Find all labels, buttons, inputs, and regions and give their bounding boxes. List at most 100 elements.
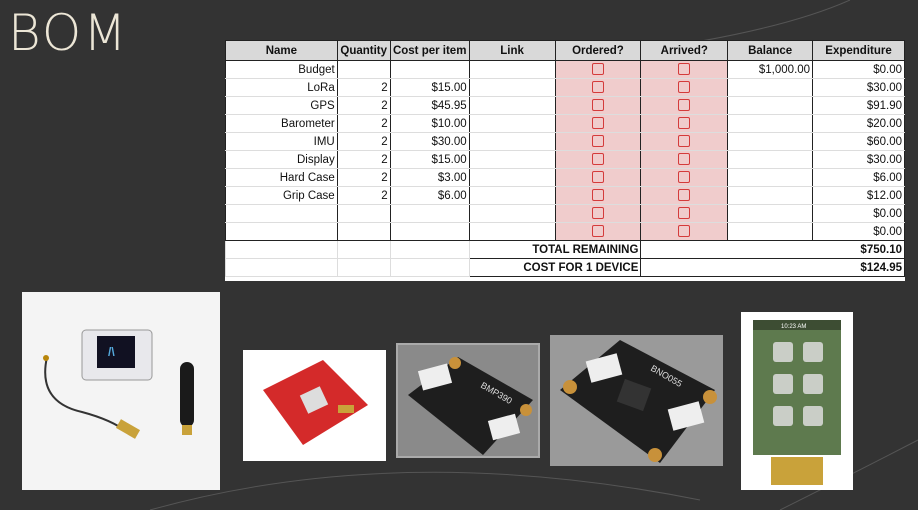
empty-cell	[225, 258, 338, 277]
column-header: Expenditure	[812, 40, 905, 61]
cell-exp: $0.00	[812, 204, 905, 223]
total-label: COST FOR 1 DEVICE	[468, 258, 642, 277]
cell-name	[225, 222, 338, 241]
cell-exp: $12.00	[812, 186, 905, 205]
cell-ordered	[554, 60, 642, 79]
ordered-checkbox[interactable]	[591, 117, 604, 130]
cell-ordered	[554, 96, 642, 115]
ordered-checkbox[interactable]	[591, 63, 604, 76]
arrived-checkbox[interactable]	[678, 171, 691, 184]
cell-link[interactable]	[468, 150, 556, 169]
cell-cost: $15.00	[389, 78, 470, 97]
cell-link[interactable]	[468, 204, 556, 223]
arrived-checkbox[interactable]	[678, 189, 691, 202]
display-photo: 10:23 AM	[741, 312, 853, 490]
cell-qty	[336, 60, 391, 79]
cell-exp: $60.00	[812, 132, 905, 151]
cell-link[interactable]	[468, 132, 556, 151]
barometer-bmp390-photo: BMP390	[396, 343, 540, 458]
cell-exp: $0.00	[812, 60, 905, 79]
cell-link[interactable]	[468, 168, 556, 187]
cell-cost: $6.00	[389, 186, 470, 205]
table-row: $0.00	[225, 222, 905, 241]
arrived-checkbox[interactable]	[678, 81, 691, 94]
arrived-checkbox[interactable]	[678, 207, 691, 220]
cell-ordered	[554, 114, 642, 133]
cell-name	[225, 204, 338, 223]
empty-cell	[336, 240, 391, 259]
column-header: Ordered?	[554, 40, 642, 61]
arrived-checkbox[interactable]	[678, 153, 691, 166]
cell-qty	[336, 222, 391, 241]
cell-ordered	[554, 132, 642, 151]
cell-link[interactable]	[468, 186, 556, 205]
arrived-checkbox[interactable]	[678, 99, 691, 112]
ordered-checkbox[interactable]	[591, 189, 604, 202]
cell-cost: $30.00	[389, 132, 470, 151]
ordered-checkbox[interactable]	[591, 207, 604, 220]
cell-arrived	[640, 204, 729, 223]
total-value: $124.95	[640, 258, 905, 277]
lora-board-photo: /\	[22, 292, 220, 490]
cell-ordered	[554, 186, 642, 205]
cell-arrived	[640, 168, 729, 187]
cell-balance: $1,000.00	[727, 60, 814, 79]
cell-link[interactable]	[468, 114, 556, 133]
slide-title: BOM	[8, 4, 129, 62]
cell-balance	[727, 96, 814, 115]
arrived-checkbox[interactable]	[678, 135, 691, 148]
cell-link[interactable]	[468, 60, 556, 79]
ordered-checkbox[interactable]	[591, 135, 604, 148]
ordered-checkbox[interactable]	[591, 99, 604, 112]
ordered-checkbox[interactable]	[591, 225, 604, 238]
cell-exp: $30.00	[812, 150, 905, 169]
arrived-checkbox[interactable]	[678, 225, 691, 238]
cell-cost	[389, 204, 470, 223]
ordered-checkbox[interactable]	[591, 171, 604, 184]
column-header: Balance	[727, 40, 814, 61]
ordered-checkbox[interactable]	[591, 81, 604, 94]
cell-exp: $6.00	[812, 168, 905, 187]
cell-arrived	[640, 114, 729, 133]
arrived-checkbox[interactable]	[678, 63, 691, 76]
column-header: Name	[225, 40, 338, 61]
total-label: TOTAL REMAINING	[468, 240, 642, 259]
cell-arrived	[640, 60, 729, 79]
arrived-checkbox[interactable]	[678, 117, 691, 130]
total-value: $750.10	[640, 240, 905, 259]
cell-qty: 2	[336, 168, 391, 187]
cell-balance	[727, 78, 814, 97]
empty-cell	[225, 240, 338, 259]
cell-exp: $20.00	[812, 114, 905, 133]
cell-cost: $10.00	[389, 114, 470, 133]
gps-board-photo	[243, 350, 386, 461]
cell-balance	[727, 150, 814, 169]
cell-link[interactable]	[468, 222, 556, 241]
cell-balance	[727, 186, 814, 205]
cell-name: GPS	[225, 96, 338, 115]
cell-exp: $0.00	[812, 222, 905, 241]
cell-link[interactable]	[468, 78, 556, 97]
empty-cell	[336, 258, 391, 277]
cell-exp: $91.90	[812, 96, 905, 115]
cell-link[interactable]	[468, 96, 556, 115]
table-row: $0.00	[225, 204, 905, 223]
empty-cell	[389, 258, 470, 277]
ordered-checkbox[interactable]	[591, 153, 604, 166]
cell-ordered	[554, 204, 642, 223]
cell-balance	[727, 204, 814, 223]
cell-name: IMU	[225, 132, 338, 151]
cell-cost	[389, 222, 470, 241]
empty-cell	[389, 240, 470, 259]
cell-qty: 2	[336, 96, 391, 115]
imu-bno055-photo: BNO055	[550, 335, 723, 466]
cell-qty: 2	[336, 78, 391, 97]
cell-name: LoRa	[225, 78, 338, 97]
